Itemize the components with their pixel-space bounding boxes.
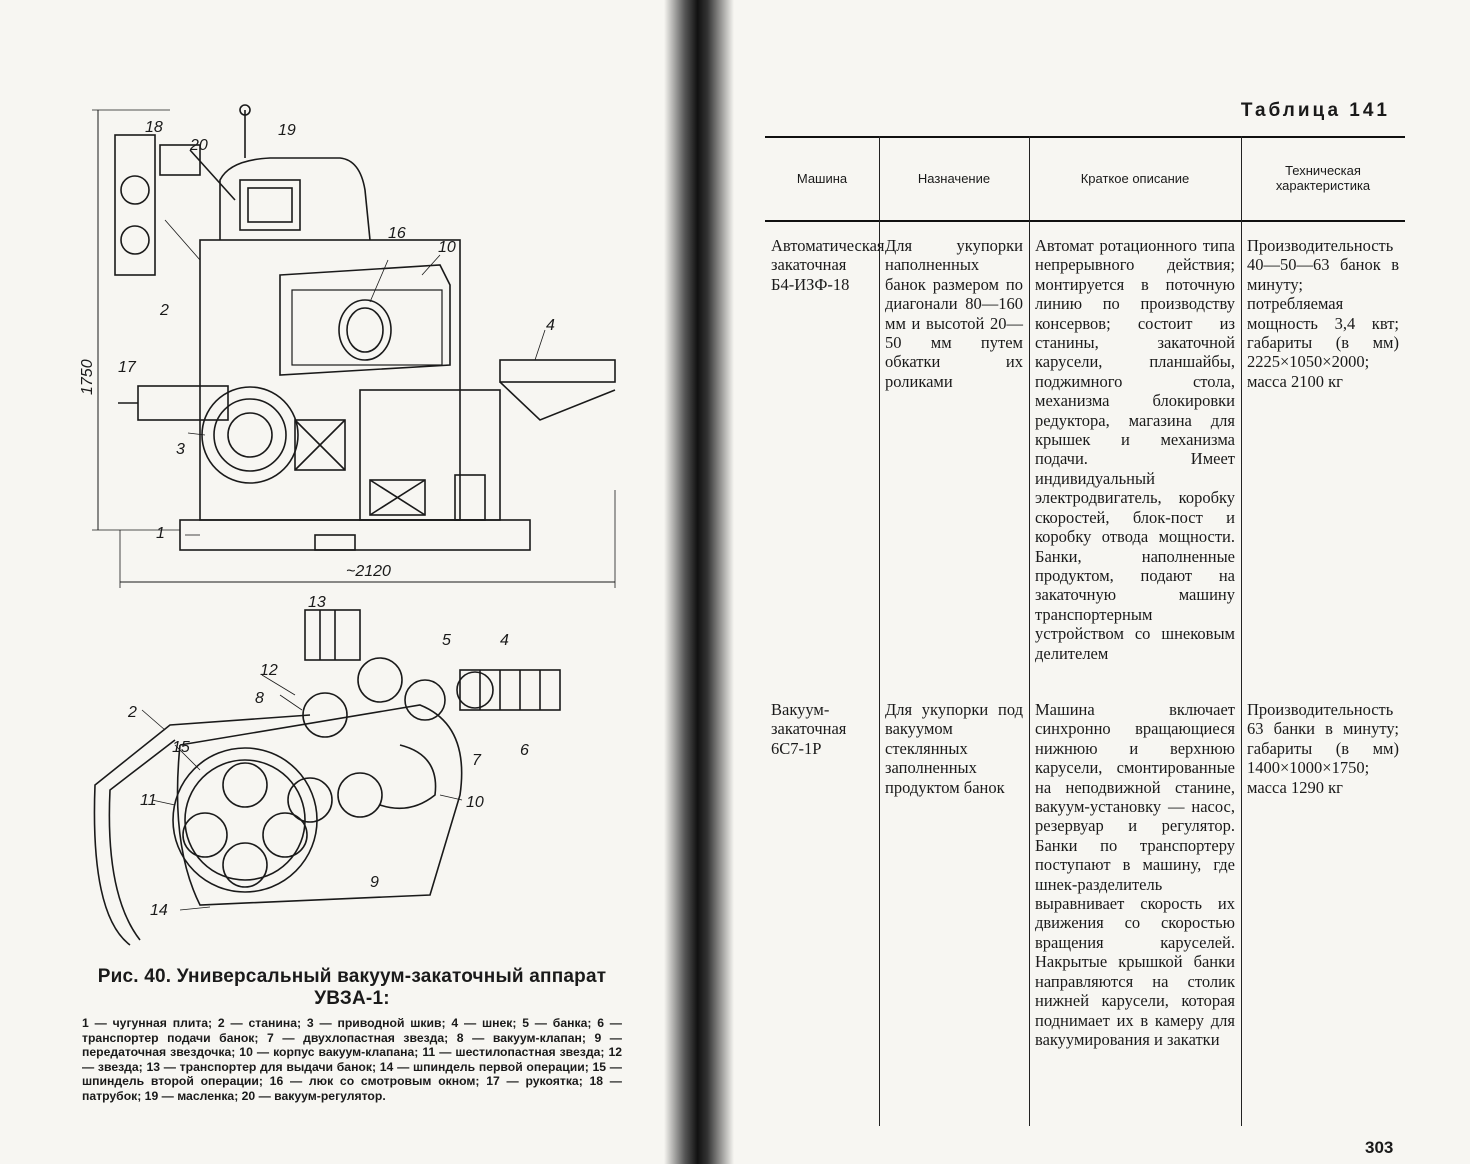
label-4: 4 <box>500 632 509 649</box>
label-5: 5 <box>442 632 451 649</box>
machines-table: Машина Назначение Краткое описание Техни… <box>765 136 1405 1126</box>
label-9: 9 <box>370 874 379 891</box>
row2-specs: Производительность 63 банки в минуту; га… <box>1247 700 1399 797</box>
caption-title: Рис. 40. Универсальный вакуум-закаточный… <box>97 966 607 1009</box>
label-16: 16 <box>388 225 406 242</box>
left-page: 18 20 19 16 10 2 4 17 3 1 1750 ~2120 <box>0 0 680 1164</box>
row1-description: Автомат ротационного типа непрерывного д… <box>1035 236 1235 663</box>
label-10: 10 <box>438 239 456 256</box>
label-3: 3 <box>176 441 185 458</box>
row1-machine: Автоматическая закаточная Б4-ИЗФ-18 <box>771 236 885 294</box>
dimension-height: 1750 <box>79 359 96 395</box>
carousel-plan-drawing: 13 5 4 12 8 2 15 7 11 10 6 9 14 <box>93 595 561 946</box>
row2-description: Машина включает синхронно вращающиеся ни… <box>1035 700 1235 1049</box>
label-7: 7 <box>472 752 482 769</box>
caption-legend: 1 — чугунная плита; 2 — станина; 3 — при… <box>82 1016 622 1103</box>
label-2: 2 <box>127 704 137 721</box>
figure-caption: Рис. 40. Универсальный вакуум-закаточный… <box>82 966 622 1104</box>
label-13: 13 <box>308 595 326 611</box>
row2-purpose: Для укупорки под вакуумом стеклянных зап… <box>885 700 1023 797</box>
label-19: 19 <box>278 122 296 139</box>
label-1: 1 <box>156 525 165 542</box>
label-14: 14 <box>150 902 168 919</box>
book-gutter <box>664 0 734 1164</box>
label-6: 6 <box>520 742 529 759</box>
row1-specs: Производительность 40—50—63 банок в мину… <box>1247 236 1399 391</box>
label-8: 8 <box>255 690 264 707</box>
label-18: 18 <box>145 119 163 136</box>
row2-machine: Вакуум-закаточная 6С7-1Р <box>771 700 847 758</box>
label-2: 2 <box>159 302 169 319</box>
dimension-width: ~2120 <box>346 563 391 580</box>
label-17: 17 <box>118 359 137 376</box>
row1-purpose: Для укупорки наполненных банок размером … <box>885 236 1023 391</box>
label-10: 10 <box>466 794 484 811</box>
label-20: 20 <box>189 137 208 154</box>
label-12: 12 <box>260 662 278 679</box>
header-machine: Машина <box>796 170 848 186</box>
table-caption: Таблица 141 <box>1240 100 1390 121</box>
right-page: Таблица 141 Машина Назначение Краткое оп… <box>745 0 1470 1164</box>
page-number: 303 <box>1365 1138 1394 1157</box>
label-4: 4 <box>546 317 555 334</box>
label-15: 15 <box>172 739 190 756</box>
machine-elevation-drawing: 18 20 19 16 10 2 4 17 3 1 1750 ~2120 <box>79 104 616 588</box>
header-purpose: Назначение <box>917 170 991 186</box>
header-specs: Техническая характеристика <box>1275 163 1371 193</box>
header-description: Краткое описание <box>1080 170 1190 186</box>
label-11: 11 <box>140 792 157 809</box>
